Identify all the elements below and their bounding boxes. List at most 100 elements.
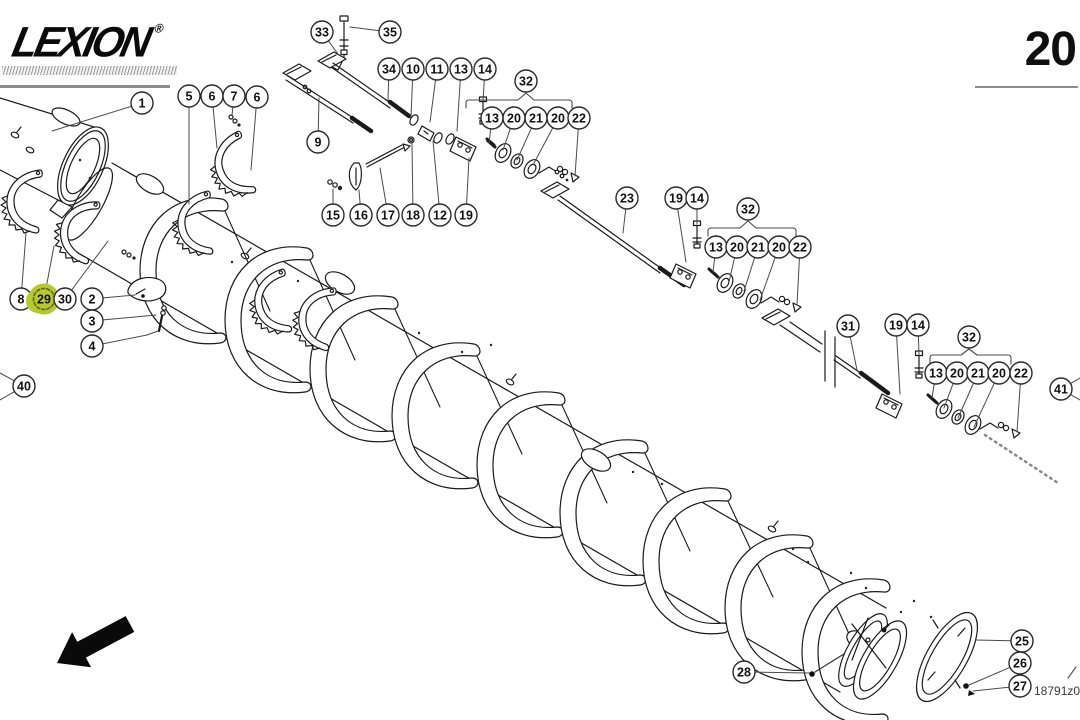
svg-text:9: 9 bbox=[315, 135, 322, 149]
callout-30-47[interactable]: 30 bbox=[54, 288, 76, 310]
svg-text:22: 22 bbox=[1014, 366, 1028, 380]
callout-14-36[interactable]: 14 bbox=[907, 314, 929, 336]
svg-text:27: 27 bbox=[1013, 679, 1027, 693]
svg-text:7: 7 bbox=[231, 89, 238, 103]
svg-text:19: 19 bbox=[669, 191, 683, 205]
feeder-drum bbox=[0, 98, 119, 218]
callout-22-42[interactable]: 22 bbox=[1010, 362, 1032, 384]
group-braces bbox=[466, 93, 1011, 364]
svg-text:29: 29 bbox=[37, 292, 51, 306]
svg-text:28: 28 bbox=[737, 665, 751, 679]
callout-13-14[interactable]: 13 bbox=[481, 107, 503, 129]
svg-text:26: 26 bbox=[1013, 656, 1027, 670]
callout-32-12[interactable]: 32 bbox=[515, 70, 537, 92]
callout-23-25[interactable]: 23 bbox=[616, 187, 638, 209]
drawing-code: 18791z0 bbox=[1034, 684, 1080, 698]
svg-text:30: 30 bbox=[58, 292, 72, 306]
callout-12-23[interactable]: 12 bbox=[429, 204, 451, 226]
svg-text:19: 19 bbox=[459, 208, 473, 222]
callout-21-40[interactable]: 21 bbox=[967, 362, 989, 384]
direction-arrow-icon bbox=[57, 616, 135, 668]
callout-1-0[interactable]: 1 bbox=[131, 92, 153, 114]
callout-4-50[interactable]: 4 bbox=[81, 335, 103, 357]
callout-5-1[interactable]: 5 bbox=[178, 85, 200, 107]
callout-20-17[interactable]: 20 bbox=[547, 107, 569, 129]
callout-22-18[interactable]: 22 bbox=[568, 107, 590, 129]
svg-text:6: 6 bbox=[209, 89, 216, 103]
callout-25-51[interactable]: 25 bbox=[1011, 630, 1033, 652]
callout-11-9[interactable]: 11 bbox=[426, 58, 448, 80]
callout-21-31[interactable]: 21 bbox=[747, 236, 769, 258]
callout-20-30[interactable]: 20 bbox=[726, 236, 748, 258]
svg-text:6: 6 bbox=[254, 90, 261, 104]
svg-text:11: 11 bbox=[430, 62, 443, 76]
callout-20-41[interactable]: 20 bbox=[988, 362, 1010, 384]
wear-plate-and-bolt bbox=[128, 277, 166, 335]
spiral-hidden-edges bbox=[224, 209, 850, 636]
callout-27-53[interactable]: 27 bbox=[1009, 675, 1031, 697]
callout-14-27[interactable]: 14 bbox=[686, 187, 708, 209]
header-rule-right bbox=[975, 86, 1078, 88]
callout-16-20[interactable]: 16 bbox=[350, 204, 372, 226]
callout-19-24[interactable]: 19 bbox=[455, 204, 477, 226]
callout-7-3[interactable]: 7 bbox=[223, 85, 245, 107]
callout-15-19[interactable]: 15 bbox=[322, 204, 344, 226]
svg-text:16: 16 bbox=[354, 208, 368, 222]
callout-41-43[interactable]: 41 bbox=[1050, 378, 1072, 400]
callout-17-21[interactable]: 17 bbox=[377, 204, 399, 226]
callout-9-13[interactable]: 9 bbox=[307, 131, 329, 153]
svg-text:14: 14 bbox=[478, 62, 492, 76]
callout-34-7[interactable]: 34 bbox=[378, 58, 400, 80]
svg-text:31: 31 bbox=[841, 319, 855, 333]
callout-19-26[interactable]: 19 bbox=[665, 187, 687, 209]
svg-text:13: 13 bbox=[709, 240, 723, 254]
callout-21-16[interactable]: 21 bbox=[525, 107, 547, 129]
callout-20-32[interactable]: 20 bbox=[768, 236, 790, 258]
svg-text:32: 32 bbox=[962, 330, 976, 344]
tie-rod-31-assembly bbox=[790, 322, 1058, 483]
callout-13-29[interactable]: 13 bbox=[705, 236, 727, 258]
tube-end-assembly bbox=[809, 604, 1076, 711]
callout-20-15[interactable]: 20 bbox=[503, 107, 525, 129]
callout-22-33[interactable]: 22 bbox=[789, 236, 811, 258]
callout-18-22[interactable]: 18 bbox=[402, 204, 424, 226]
spiral-flights bbox=[139, 197, 891, 720]
callout-32-37[interactable]: 32 bbox=[958, 326, 980, 348]
logo-hatch-bar bbox=[2, 66, 177, 75]
svg-text:14: 14 bbox=[911, 318, 925, 332]
svg-text:20: 20 bbox=[950, 366, 964, 380]
callout-2-48[interactable]: 2 bbox=[81, 288, 103, 310]
svg-text:1: 1 bbox=[139, 96, 146, 110]
svg-text:3: 3 bbox=[89, 314, 96, 328]
callout-33-5[interactable]: 33 bbox=[311, 21, 333, 43]
svg-text:20: 20 bbox=[507, 111, 521, 125]
callout-40-44[interactable]: 40 bbox=[13, 375, 35, 397]
callout-6-4[interactable]: 6 bbox=[246, 86, 268, 108]
svg-text:20: 20 bbox=[730, 240, 744, 254]
callout-3-49[interactable]: 3 bbox=[81, 310, 103, 332]
callout-29-46[interactable]: 29 bbox=[26, 283, 60, 315]
svg-text:13: 13 bbox=[929, 366, 943, 380]
leader-lines bbox=[0, 27, 1080, 691]
header-rule-left bbox=[0, 85, 170, 88]
svg-text:33: 33 bbox=[315, 25, 329, 39]
callout-31-34[interactable]: 31 bbox=[837, 315, 859, 337]
callout-35-6[interactable]: 35 bbox=[379, 21, 401, 43]
callout-14-11[interactable]: 14 bbox=[474, 58, 496, 80]
callout-19-35[interactable]: 19 bbox=[885, 314, 907, 336]
svg-text:21: 21 bbox=[529, 111, 543, 125]
svg-text:8: 8 bbox=[18, 292, 25, 306]
tie-rod-23-assembly bbox=[540, 170, 820, 352]
callout-20-39[interactable]: 20 bbox=[946, 362, 968, 384]
svg-text:14: 14 bbox=[690, 191, 704, 205]
svg-text:25: 25 bbox=[1015, 634, 1029, 648]
svg-text:41: 41 bbox=[1054, 382, 1068, 396]
callout-26-52[interactable]: 26 bbox=[1009, 652, 1031, 674]
callout-32-28[interactable]: 32 bbox=[737, 198, 759, 220]
callout-6-2[interactable]: 6 bbox=[201, 85, 223, 107]
callout-13-10[interactable]: 13 bbox=[450, 58, 472, 80]
callout-13-38[interactable]: 13 bbox=[925, 362, 947, 384]
callout-10-8[interactable]: 10 bbox=[402, 58, 424, 80]
callout-28-54[interactable]: 28 bbox=[733, 661, 755, 683]
